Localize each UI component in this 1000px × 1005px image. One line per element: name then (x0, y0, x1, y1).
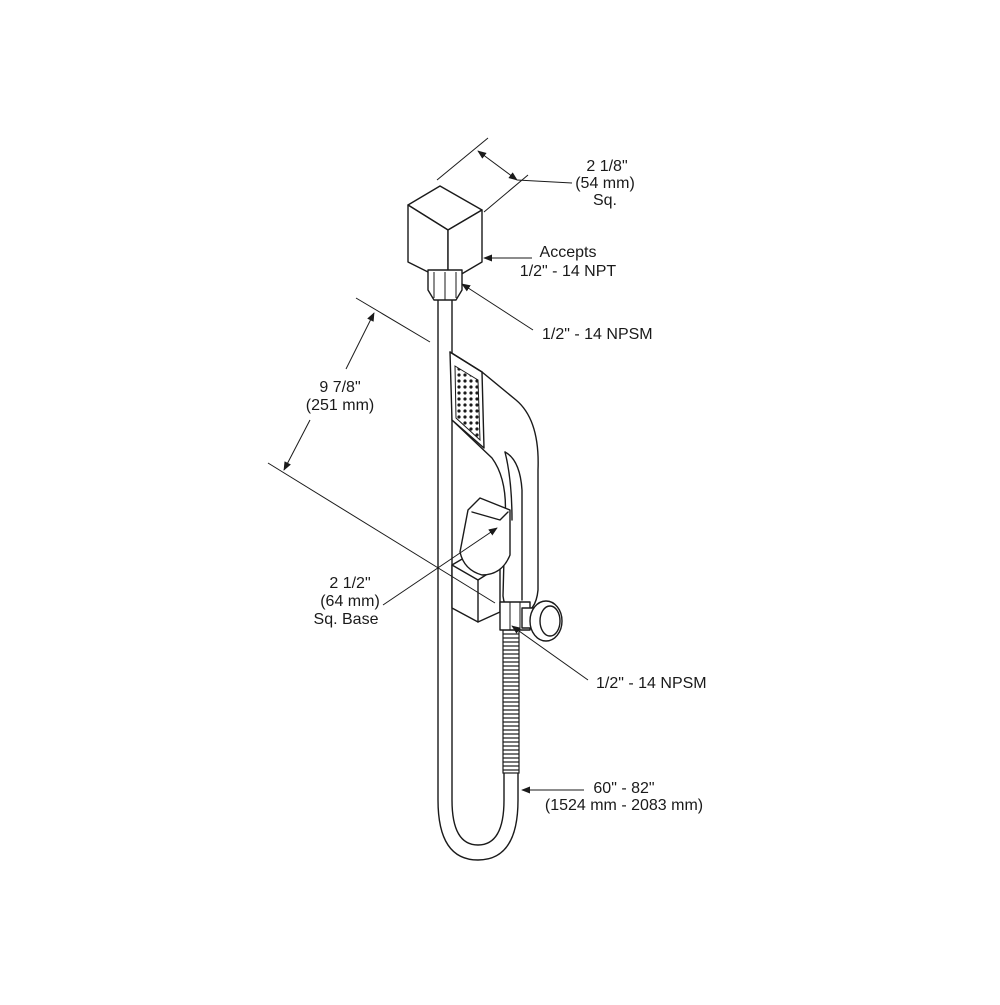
handle-thread-label: 1/2" - 14 NPSM (596, 675, 707, 692)
dimension-holder-height (267, 297, 496, 604)
outlet-label: 1/2" - 14 NPSM (542, 326, 653, 343)
hose-length-label-2: (1524 mm - 2083 mm) (545, 797, 703, 814)
holder-height-label-1: 9 7/8" (319, 379, 360, 396)
hose (437, 299, 519, 861)
elbow-size-label-3: Sq. (593, 192, 617, 209)
inlet-label-1: Accepts (540, 244, 597, 261)
dimension-elbow-size (436, 137, 573, 213)
inlet-label-2: 1/2" - 14 NPT (520, 263, 617, 280)
base-size-label-2: (64 mm) (320, 593, 380, 610)
base-size-label-3: Sq. Base (314, 611, 379, 628)
leader-outlet (461, 283, 534, 331)
ribbed-hose-section (502, 624, 520, 774)
leader-handle-thread (511, 625, 589, 681)
holder-height-label-2: (251 mm) (306, 397, 374, 414)
leader-base (382, 527, 498, 606)
elbow-size-label-2: (54 mm) (575, 175, 635, 192)
hose-length-label-1: 60" - 82" (593, 780, 654, 797)
diverter-knob (521, 600, 563, 642)
wall-elbow (407, 185, 483, 301)
base-size-label-1: 2 1/2" (329, 575, 370, 592)
hand-shower (449, 351, 539, 616)
elbow-size-label-1: 2 1/8" (586, 158, 627, 175)
